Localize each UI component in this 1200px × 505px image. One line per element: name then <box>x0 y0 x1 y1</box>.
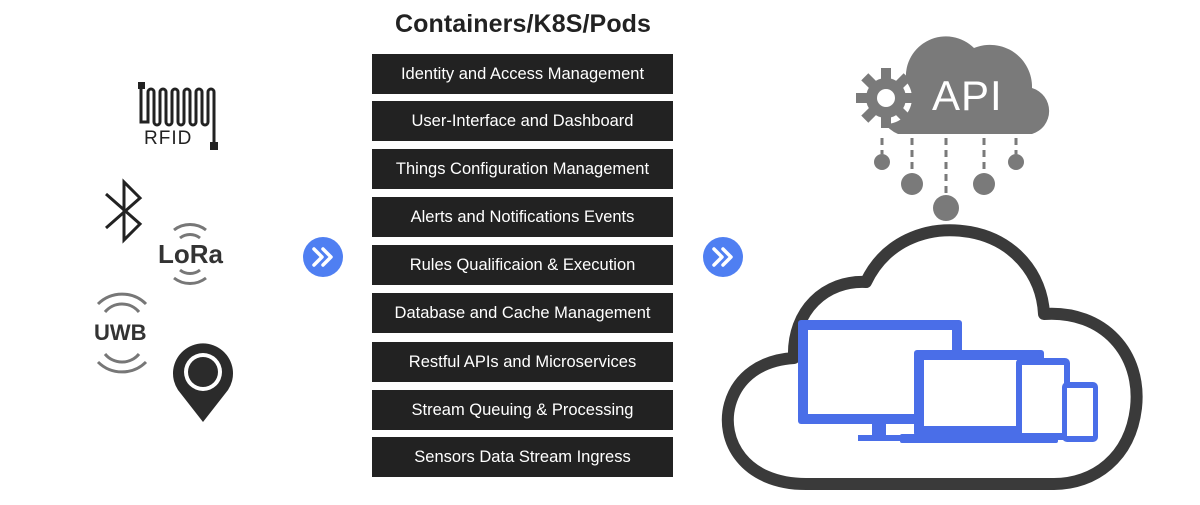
stack-title: Containers/K8S/Pods <box>394 10 652 38</box>
rfid-label: RFID <box>144 128 193 149</box>
api-cloud-icon: API <box>846 26 1056 226</box>
service-box-identity: Identity and Access Management <box>372 54 673 94</box>
service-box-restful-apis: Restful APIs and Microservices <box>372 342 673 382</box>
rfid-icon: RFID <box>136 82 222 156</box>
service-box-ui-dashboard: User-Interface and Dashboard <box>372 101 673 141</box>
uwb-label: UWB <box>94 320 147 345</box>
service-box-alerts: Alerts and Notifications Events <box>372 197 673 237</box>
arrow-right-icon-2 <box>703 237 743 277</box>
uwb-icon: UWB <box>92 290 152 376</box>
arrow-right-icon-1 <box>303 237 343 277</box>
lora-icon: LoRa <box>156 214 242 294</box>
bluetooth-icon <box>100 176 150 246</box>
cloud-devices-icon <box>714 218 1154 500</box>
service-box-things-config: Things Configuration Management <box>372 149 673 189</box>
service-box-stream-queuing: Stream Queuing & Processing <box>372 390 673 430</box>
api-label: API <box>932 72 1003 119</box>
service-box-rules: Rules Qualificaion & Execution <box>372 245 673 285</box>
service-box-sensors-ingress: Sensors Data Stream Ingress <box>372 437 673 477</box>
lora-label: LoRa <box>158 239 223 269</box>
service-box-database: Database and Cache Management <box>372 293 673 333</box>
location-pin-icon <box>168 340 238 424</box>
